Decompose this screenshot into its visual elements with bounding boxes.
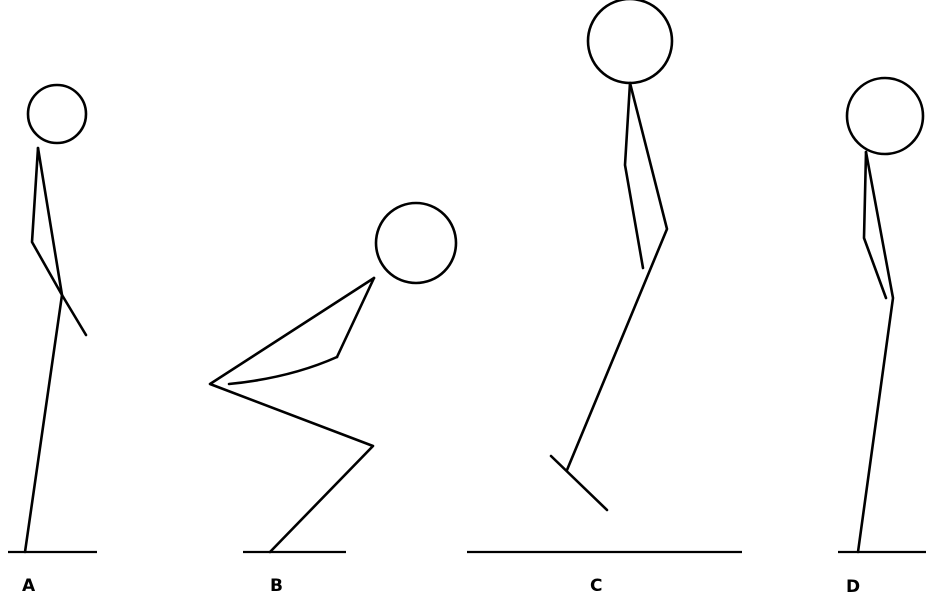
figure-d-arm [864, 152, 886, 298]
panel-c-label: C [590, 576, 602, 596]
figure-b-body [210, 278, 374, 552]
figure-d-head [847, 78, 923, 154]
panel-d-label: D [846, 577, 860, 597]
figure-c-head [588, 0, 672, 83]
panel-d: D [838, 78, 926, 597]
figure-c-body [567, 83, 667, 470]
panel-b-label: B [270, 576, 283, 596]
panel-a: A [8, 85, 97, 596]
figure-d-body [858, 152, 893, 552]
figure-c-foot [551, 456, 607, 510]
figure-a-head [28, 85, 86, 143]
figure-b-head [376, 203, 456, 283]
panel-b: B [210, 203, 456, 596]
figure-a-body [25, 148, 62, 552]
figure-c-arm [625, 83, 643, 268]
panel-a-label: A [22, 576, 36, 596]
panel-c: C [467, 0, 742, 596]
